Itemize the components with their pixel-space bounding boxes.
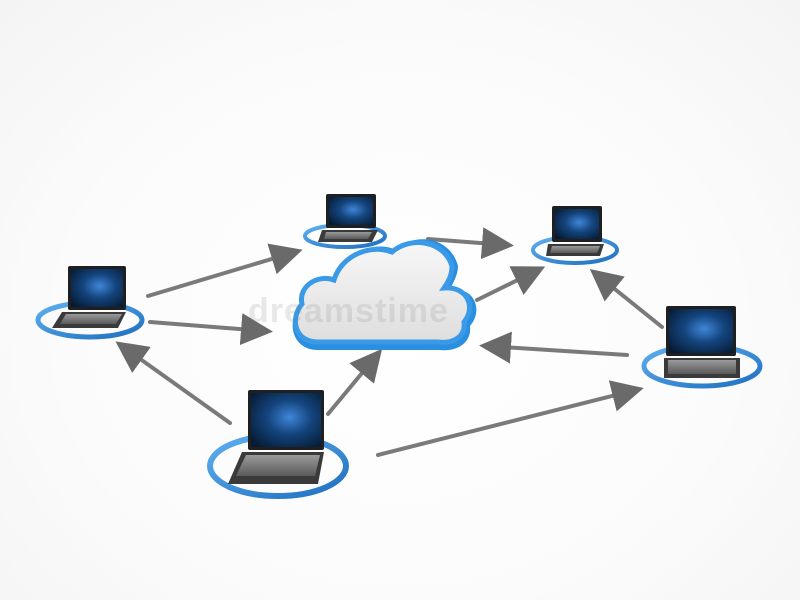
laptop-left (35, 266, 145, 340)
arrow-right-laptop-to-cloud (479, 331, 629, 364)
cloud-icon (292, 239, 477, 351)
laptop-top-center (303, 194, 387, 249)
laptop-icon (52, 266, 126, 328)
laptop-top-right (531, 206, 619, 265)
arrow-cloud-to-top-right-laptop (475, 266, 546, 302)
arrow-bottom-laptop-to-right-laptop (376, 380, 644, 457)
arrow-bottom-laptop-to-left-laptop (115, 341, 232, 425)
arrow-top-laptop-to-top-right-laptop (426, 227, 514, 260)
arrows (115, 227, 664, 457)
laptop-icon (228, 390, 324, 484)
laptop-icon (664, 306, 740, 378)
laptop-icon (318, 194, 378, 242)
laptop-right (641, 306, 763, 389)
arrow-right-laptop-to-top-right-laptop (589, 268, 664, 329)
laptop-icon (546, 206, 604, 256)
arrow-bottom-laptop-to-cloud (326, 348, 383, 416)
laptop-bottom (207, 390, 349, 499)
arrow-left-laptop-to-top-laptop (146, 243, 303, 298)
arrow-left-laptop-to-cloud (148, 313, 273, 346)
